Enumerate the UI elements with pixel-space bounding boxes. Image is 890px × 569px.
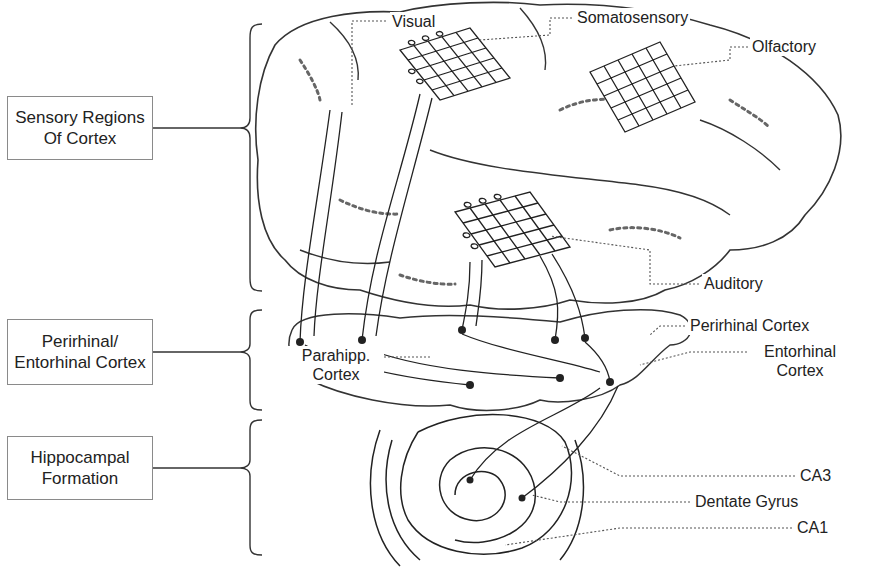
fiber (585, 342, 610, 382)
leader-line (532, 495, 690, 502)
bracket-line (153, 467, 240, 468)
terminal-dot (519, 495, 526, 502)
terminal-dot (296, 338, 304, 346)
bracket-line (153, 127, 240, 128)
terminal-dot (556, 374, 564, 382)
fiber (462, 262, 470, 330)
anatomy-label: Parahipp. Cortex (288, 346, 384, 384)
fiber (522, 386, 618, 498)
fiber (552, 254, 585, 338)
leader-line (480, 18, 572, 40)
sulcus-texture (300, 60, 320, 100)
fiber (540, 256, 558, 340)
fiber (470, 388, 600, 480)
anatomy-label: Dentate Gyrus (693, 492, 800, 511)
fiber (300, 110, 330, 342)
anatomy-label: Entorhinal Cortex (750, 342, 850, 380)
anatomy-label: Perirhinal Cortex (688, 316, 811, 335)
terminal-dot (551, 336, 559, 344)
hippocampal-fold (370, 430, 400, 566)
leader-line (640, 352, 747, 365)
region-box: Hippocampal Formation (7, 436, 153, 500)
bracket (240, 310, 262, 410)
sulcus (700, 120, 780, 170)
anatomy-label: Auditory (702, 274, 765, 293)
terminal-dot (606, 378, 614, 386)
hippocampal-fold (386, 440, 420, 560)
region-label: Hippocampal Formation (13, 447, 147, 489)
bracket (240, 420, 262, 555)
olfactory-grid (590, 42, 695, 132)
leader-line (650, 326, 685, 335)
leader-line (674, 47, 748, 66)
terminal-dot (358, 336, 366, 344)
terminal-dot (466, 381, 474, 389)
terminal-dot (458, 326, 466, 334)
region-box: Perirhinal/ Entorhinal Cortex (7, 319, 153, 385)
fiber (462, 334, 600, 372)
fiber (314, 112, 342, 336)
sulcus (330, 22, 358, 80)
sulcus-texture (730, 100, 770, 128)
anatomy-label: CA3 (798, 466, 833, 485)
anatomy-label: Olfactory (750, 37, 818, 56)
hippocampus-outline (401, 415, 572, 555)
hippocampal-fold (560, 440, 583, 560)
sulcus-texture (400, 275, 455, 284)
leader-line (562, 446, 795, 476)
sulcus (520, 8, 546, 70)
sulcus-texture (610, 228, 680, 238)
fiber (362, 94, 420, 340)
terminal-dot (581, 334, 589, 342)
anatomy-label: Somatosensory (575, 8, 690, 27)
fiber (365, 348, 560, 378)
leader-line (505, 528, 792, 545)
terminal-dot (467, 477, 474, 484)
fiber (476, 260, 482, 326)
region-label: Perirhinal/ Entorhinal Cortex (13, 331, 147, 373)
somatosensory-grid (389, 23, 510, 102)
leader-line (550, 236, 699, 284)
bracket-line (153, 351, 240, 352)
bracket (240, 24, 262, 291)
brain-outline (256, 2, 841, 309)
auditory-grid (444, 187, 571, 270)
sulcus (430, 150, 730, 215)
anatomy-label: Visual (390, 12, 437, 31)
leader-line (384, 356, 432, 357)
leader-line (352, 21, 386, 105)
fiber (376, 98, 432, 336)
anatomy-label: CA1 (795, 518, 830, 537)
region-box: Sensory Regions Of Cortex (7, 96, 153, 160)
region-label: Sensory Regions Of Cortex (13, 107, 147, 149)
hippocampus-spiral (440, 448, 536, 543)
